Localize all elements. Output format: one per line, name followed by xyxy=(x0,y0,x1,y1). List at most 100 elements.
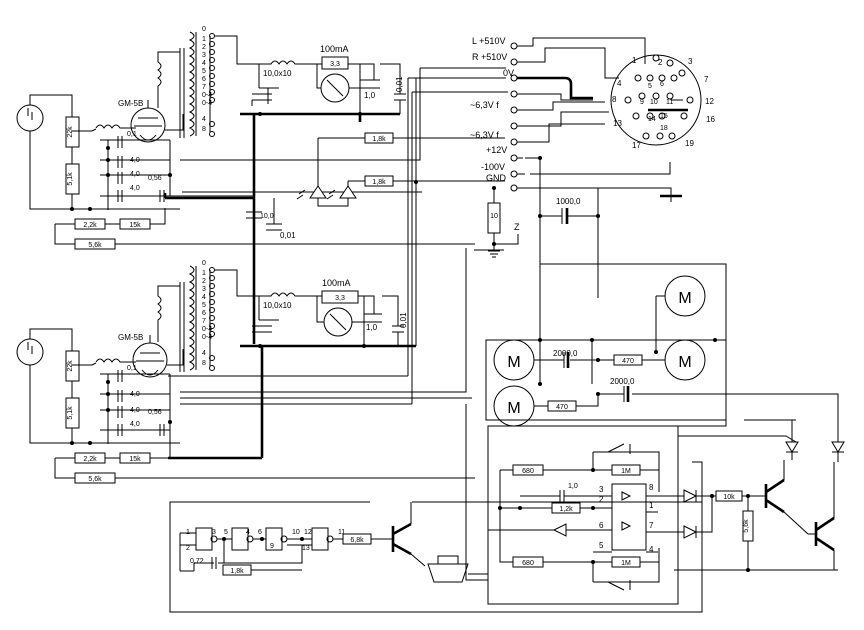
svg-text:5: 5 xyxy=(202,302,206,309)
svg-text:1: 1 xyxy=(649,501,654,510)
label-22k-top: 22k xyxy=(67,126,74,138)
svg-text:13: 13 xyxy=(302,545,310,552)
label-18k-a: 1,8k xyxy=(372,136,386,143)
svg-text:7: 7 xyxy=(704,75,709,84)
tube-bottom xyxy=(132,342,168,378)
svg-text:19: 19 xyxy=(685,139,694,148)
label-01-bottom: 0,1 xyxy=(127,365,137,372)
svg-text:2: 2 xyxy=(202,278,206,285)
svg-text:6: 6 xyxy=(599,521,604,530)
svg-text:1: 1 xyxy=(202,36,206,43)
svg-text:3: 3 xyxy=(688,57,693,66)
svg-text:5: 5 xyxy=(648,83,652,90)
label-10k: 10k xyxy=(723,494,735,501)
motor-block: M M M M 2000,0 470 470 2000,0 xyxy=(485,263,839,427)
rail-label-l510: L +510V xyxy=(472,36,505,46)
label-470-a: 470 xyxy=(622,358,634,365)
svg-text:1: 1 xyxy=(632,56,637,65)
label-1m-a: 1M xyxy=(621,468,631,475)
label-680-b: 680 xyxy=(522,560,534,567)
svg-text:M: M xyxy=(678,290,691,307)
svg-text:2: 2 xyxy=(186,545,190,552)
svg-text:16: 16 xyxy=(706,115,715,124)
opamp-ic xyxy=(611,483,647,551)
svg-text:0-4: 0-4 xyxy=(202,326,212,333)
svg-text:7: 7 xyxy=(202,84,206,91)
label-meter-top: 100mA xyxy=(320,44,349,54)
transformer-pins-bottom: 0 1 2 3 4 5 6 7 0-4 0-4 4 8 xyxy=(202,260,212,367)
cross-wiring xyxy=(168,67,508,405)
label-22k-small-top: 2,2k xyxy=(83,222,97,229)
label-1m-b: 1M xyxy=(621,560,631,567)
label-001b-top: 0,01 xyxy=(280,231,296,240)
svg-text:6: 6 xyxy=(202,310,206,317)
label-056-bottom: 0,56 xyxy=(148,409,162,416)
svg-text:0: 0 xyxy=(202,260,206,267)
svg-text:3: 3 xyxy=(212,529,216,536)
svg-text:7: 7 xyxy=(202,318,206,325)
diode-top-2 xyxy=(831,441,845,453)
svg-text:3: 3 xyxy=(202,286,206,293)
svg-text:4: 4 xyxy=(202,294,206,301)
label-40c-top: 4,0 xyxy=(130,185,140,192)
z-resistor-block: 10 Z xyxy=(487,186,520,258)
svg-text:8: 8 xyxy=(202,126,206,133)
diode-top-1 xyxy=(785,441,799,453)
rail-label-63b: ~6,3V f xyxy=(470,130,499,140)
svg-text:8: 8 xyxy=(612,95,617,104)
label-10-top: 1,0 xyxy=(364,91,376,100)
label-z: Z xyxy=(514,222,520,232)
logic-chain: 1 2 3 5 4 6 9 10 12 13 11 0,72 1,8k 6,8k xyxy=(179,502,488,583)
svg-text:2: 2 xyxy=(202,44,206,51)
svg-text:7: 7 xyxy=(649,521,654,530)
label-001-bottom: 0,01 xyxy=(399,312,408,328)
label-33-bottom: 3,3 xyxy=(335,295,345,302)
label-40a-top: 4,0 xyxy=(130,157,140,164)
rail-label-0v: 0V xyxy=(503,68,514,78)
label-2000-b: 2000,0 xyxy=(610,377,635,386)
label-470-b: 470 xyxy=(556,404,568,411)
svg-text:11: 11 xyxy=(666,99,673,106)
shunt-33-bottom xyxy=(321,290,359,304)
svg-text:0-4: 0-4 xyxy=(202,334,212,341)
svg-text:15: 15 xyxy=(660,113,668,120)
svg-text:17: 17 xyxy=(632,141,641,150)
svg-text:4: 4 xyxy=(202,116,206,123)
label-10-opamp: 1,0 xyxy=(568,483,578,490)
choke-bottom xyxy=(259,292,307,297)
svg-text:4: 4 xyxy=(202,60,206,67)
svg-text:14: 14 xyxy=(648,116,656,123)
transistor-q2 xyxy=(814,516,835,552)
diode-out-1 xyxy=(683,489,698,503)
svg-text:10: 10 xyxy=(292,529,300,536)
label-100-top: 10,0 xyxy=(260,213,274,220)
svg-text:10: 10 xyxy=(650,99,658,106)
label-56k-bottom: 5,6k xyxy=(88,476,102,483)
label-15k-top: 15k xyxy=(129,222,141,229)
svg-text:11: 11 xyxy=(338,529,345,536)
logic-gate-1 xyxy=(195,527,213,551)
label-680-a: 680 xyxy=(522,468,534,475)
label-33-top: 3,3 xyxy=(330,61,340,68)
speaker-jack-top xyxy=(16,104,44,132)
svg-text:4: 4 xyxy=(202,350,206,357)
svg-text:6: 6 xyxy=(202,76,206,83)
label-meter-bottom: 100mA xyxy=(322,278,351,288)
transformer-bottom xyxy=(188,265,195,371)
rail-label-12v: +12V xyxy=(486,145,507,155)
label-56k-driver: 5,6k xyxy=(743,519,750,533)
label-68k: 6,8k xyxy=(350,537,364,544)
led-indicators: 1,8k 1,8k xyxy=(296,132,505,207)
label-18k-logic: 1,8k xyxy=(230,568,244,575)
label-choke-bottom: 10,0x10 xyxy=(263,301,292,310)
cap-1000: 1000,0 xyxy=(538,158,600,298)
label-40b-top: 4,0 xyxy=(130,171,140,178)
opamp-frame xyxy=(487,425,679,605)
svg-text:M: M xyxy=(678,354,691,371)
svg-text:4: 4 xyxy=(617,79,622,88)
svg-text:6: 6 xyxy=(660,81,664,88)
label-12k: 1,2k xyxy=(559,506,573,513)
rail-label-r510: R +510V xyxy=(472,52,507,62)
shunt-33-top xyxy=(321,56,349,70)
